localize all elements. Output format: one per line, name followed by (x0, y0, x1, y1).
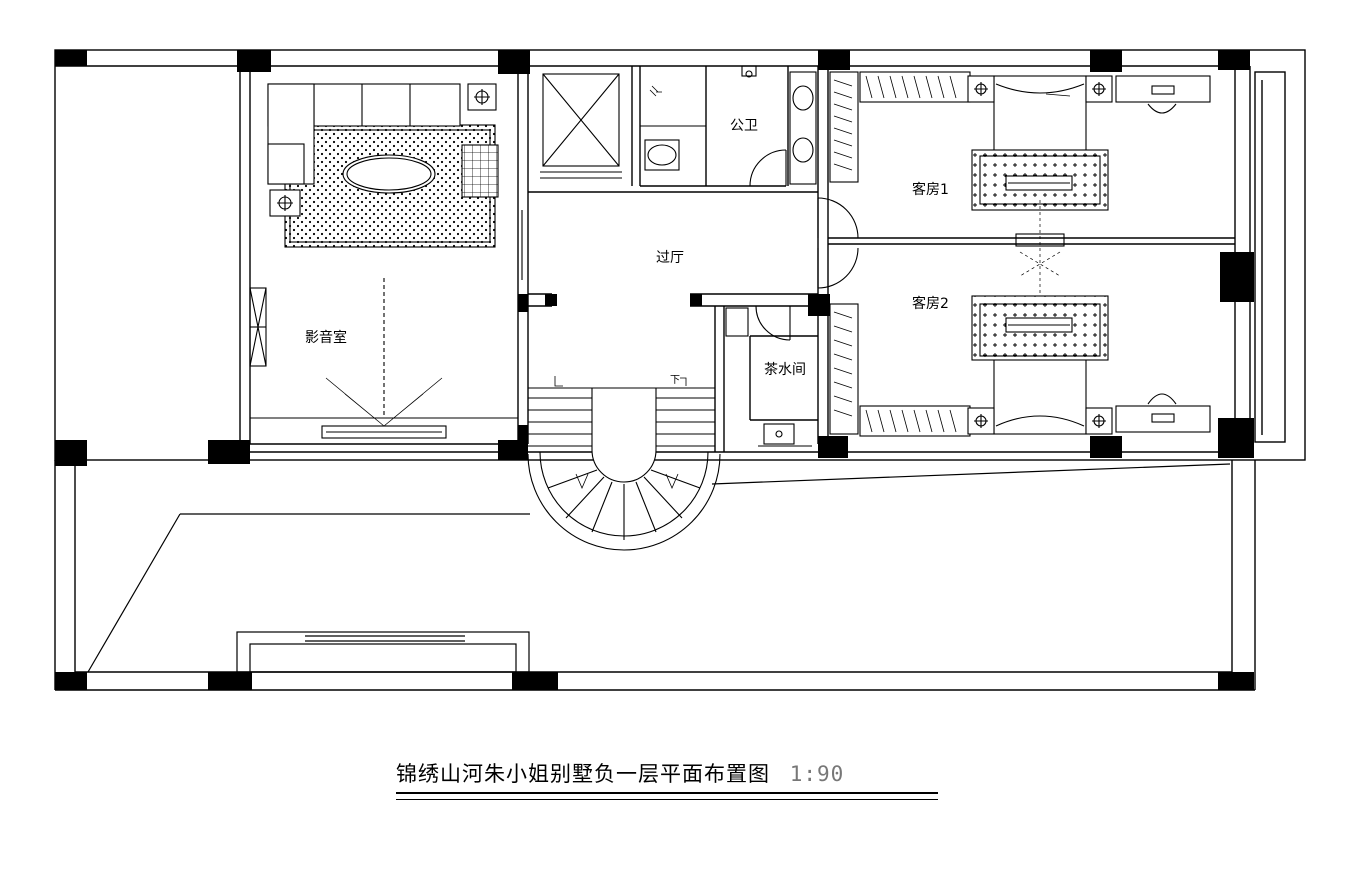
guest-room-2-furniture (967, 295, 1211, 435)
room-label-guest-room-2: 客房2 (912, 295, 949, 312)
drawing-title-block: 锦绣山河朱小姐别墅负一层平面布置图 1:90 (396, 758, 956, 808)
elevator (540, 73, 622, 179)
title-underline-thin (396, 799, 938, 800)
title-underline-thick (396, 792, 938, 794)
room-label-guest-room-1: 客房1 (912, 181, 949, 198)
columns (55, 50, 1254, 690)
room-labels: 影音室 公卫 过厅 茶水间 客房1 客房2 下 (305, 118, 949, 386)
room-label-av-room: 影音室 (305, 329, 347, 346)
drawing-title: 锦绣山河朱小姐别墅负一层平面布置图 (396, 762, 770, 786)
guest-room-1-furniture (967, 75, 1211, 296)
drawing-title-row: 锦绣山河朱小姐别墅负一层平面布置图 1:90 (396, 758, 844, 788)
terrace (87, 463, 1231, 673)
room-label-public-wc: 公卫 (730, 118, 758, 134)
stair-down-marker: 下 (670, 375, 680, 386)
av-room-furniture (249, 83, 518, 439)
hall-doors (521, 197, 859, 341)
wardrobes (829, 71, 971, 437)
room-label-tea-room: 茶水间 (764, 362, 806, 378)
drawing-scale: 1:90 (789, 762, 845, 786)
spiral-staircase (527, 376, 721, 551)
floor-plan: 影音室 公卫 过厅 茶水间 客房1 客房2 下 (54, 49, 1306, 691)
tea-room-fixtures (725, 307, 812, 453)
wc-fixtures (640, 65, 817, 187)
walls (54, 49, 1306, 691)
room-label-hall: 过厅 (656, 250, 684, 266)
